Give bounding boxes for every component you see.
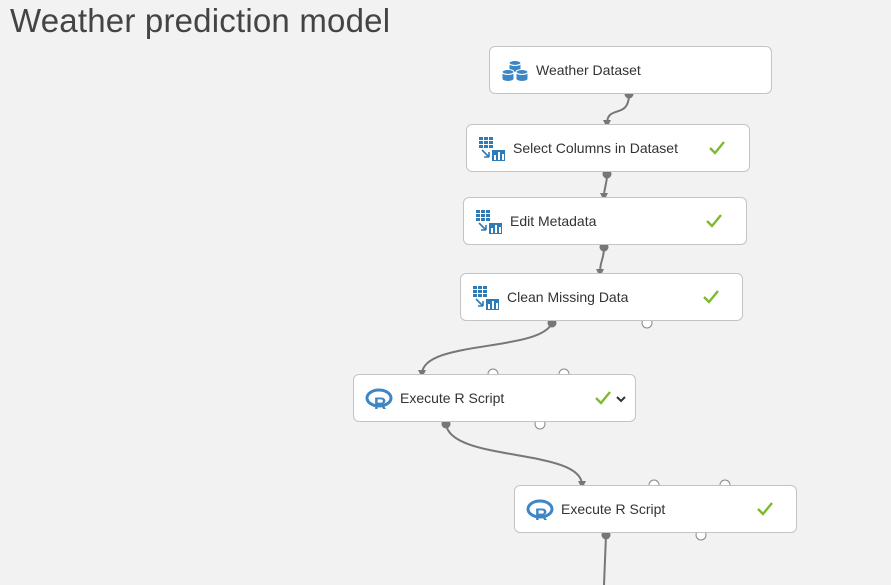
- data-transform-icon: [475, 208, 503, 236]
- check-icon: [702, 288, 720, 306]
- module-label: Execute R Script: [400, 390, 505, 406]
- module-execute-r-script-1[interactable]: R Execute R Script: [353, 374, 636, 422]
- module-select-columns[interactable]: Select Columns in Dataset: [466, 124, 750, 172]
- module-clean-missing-data[interactable]: Clean Missing Data: [460, 273, 743, 321]
- connector-r2-output: [603, 534, 607, 585]
- check-icon: [756, 500, 774, 518]
- check-icon: [708, 139, 726, 157]
- dataset-icon: [501, 57, 529, 85]
- module-label: Clean Missing Data: [507, 289, 629, 305]
- module-label: Execute R Script: [561, 501, 666, 517]
- page-title: Weather prediction model: [10, 2, 391, 39]
- check-icon: [594, 389, 612, 407]
- r-language-icon: R: [365, 385, 393, 413]
- data-transform-icon: [472, 284, 500, 312]
- module-label: Weather Dataset: [536, 62, 641, 78]
- r-language-icon: R: [526, 496, 554, 524]
- chevron-down-icon[interactable]: [615, 392, 627, 404]
- data-transform-icon: [478, 135, 506, 163]
- module-label: Edit Metadata: [510, 213, 597, 229]
- module-execute-r-script-2[interactable]: R Execute R Script: [514, 485, 797, 533]
- check-icon: [705, 212, 723, 230]
- module-weather-dataset[interactable]: Weather Dataset: [489, 46, 772, 94]
- connector-weather-to-select: [603, 93, 630, 128]
- module-edit-metadata[interactable]: Edit Metadata: [463, 197, 747, 245]
- svg-text:R: R: [535, 505, 547, 524]
- connector-clean-to-r1: [418, 322, 553, 378]
- module-label: Select Columns in Dataset: [513, 140, 678, 156]
- svg-text:R: R: [374, 394, 386, 413]
- connector-r1-to-r2: [445, 423, 586, 489]
